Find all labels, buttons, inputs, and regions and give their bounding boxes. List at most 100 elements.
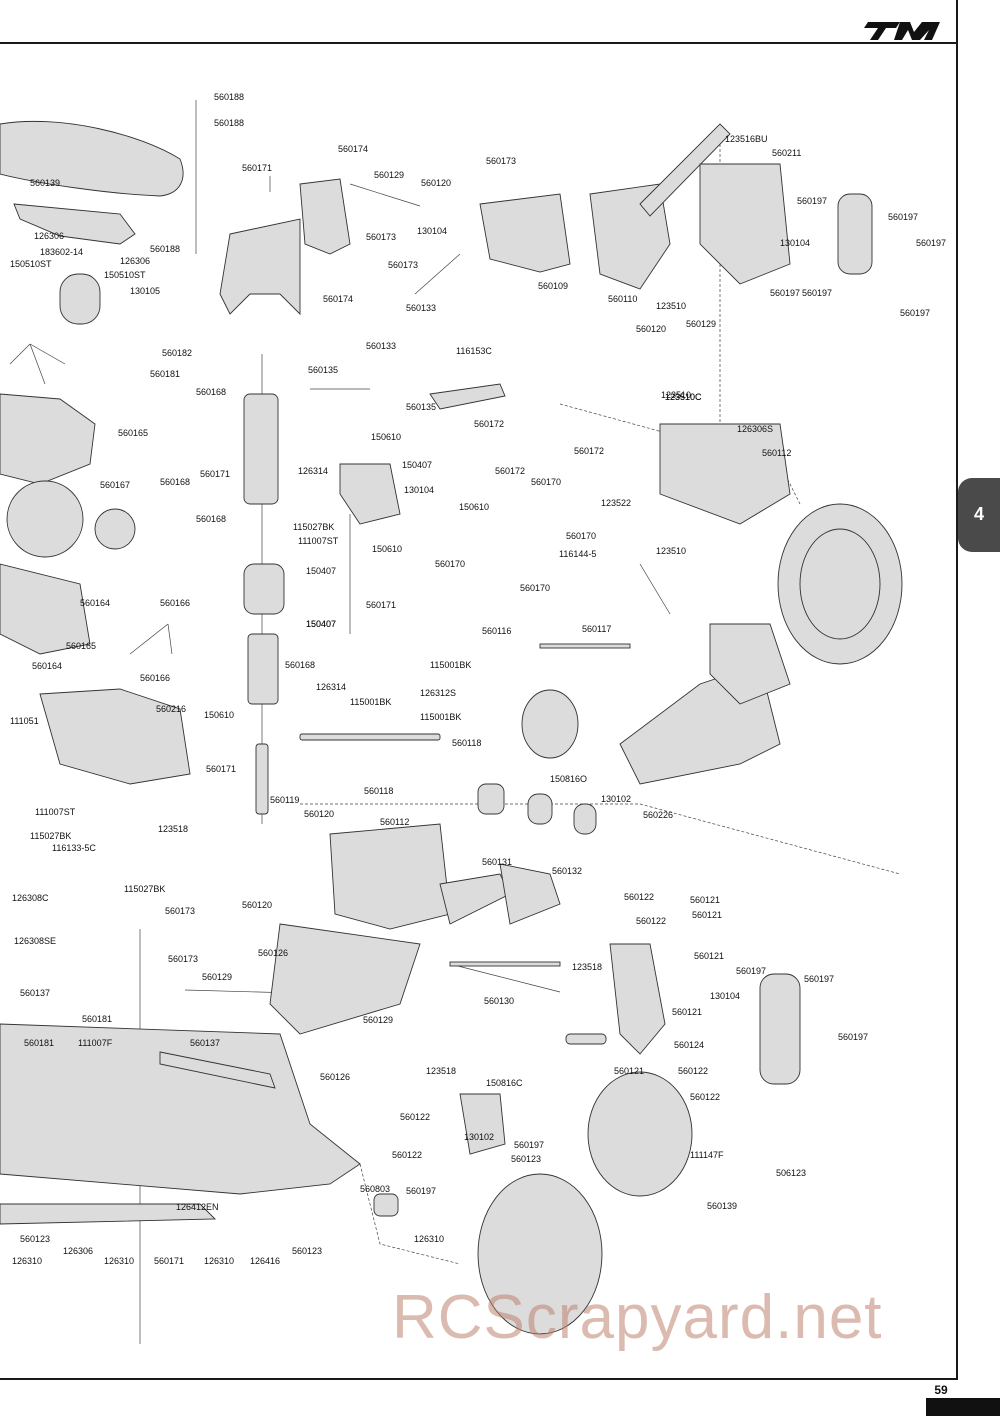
part-number-label: 560197	[804, 974, 834, 984]
part-number-label: 126306	[34, 231, 64, 241]
part-number-label: 123510C	[665, 392, 702, 402]
part-number-label: 150816O	[550, 774, 587, 784]
part-number-label: 560171	[366, 600, 396, 610]
part-number-label: 123518	[158, 824, 188, 834]
part-number-label: 123510	[661, 390, 691, 400]
part-number-label: 560164	[80, 598, 110, 608]
part-number-label: 560123	[292, 1246, 322, 1256]
part-number-label: 560165	[118, 428, 148, 438]
part-number-label: 560168	[285, 660, 315, 670]
part-number-label: 111147F	[690, 1150, 724, 1160]
tm-logo-icon	[864, 22, 940, 40]
part-number-label: 560182	[162, 348, 192, 358]
part-number-label: 130104	[404, 485, 434, 495]
clutch-bell-part	[59, 273, 101, 325]
part-number-label: 111007ST	[35, 807, 76, 817]
part-number-label: 560126	[320, 1072, 350, 1082]
watermark: RCScrapyard.net	[392, 1283, 883, 1352]
part-number-label: 123510	[656, 546, 686, 556]
part-number-label: 560197	[888, 212, 918, 222]
shock-body-part	[247, 633, 279, 705]
rear-antiroll-bar-part	[539, 643, 631, 649]
part-number-label: 560226	[643, 810, 673, 820]
part-number-label: 115001BK	[430, 660, 471, 670]
part-number-label: 126308C	[12, 893, 49, 903]
part-number-label: 150407	[306, 619, 336, 629]
part-number-label: 560216	[156, 704, 186, 714]
front-wheel-part	[587, 1071, 693, 1197]
part-number-label: 560129	[363, 1015, 393, 1025]
part-number-label: 560124	[674, 1040, 704, 1050]
part-number-label: 560172	[474, 419, 504, 429]
part-number-label: 560188	[214, 118, 244, 128]
part-number-label: 560135	[308, 365, 338, 375]
part-number-label: 150610	[204, 710, 234, 720]
part-number-label: 111007F	[78, 1038, 113, 1048]
part-number-label: 560165	[66, 641, 96, 651]
chapter-number: 4	[973, 504, 984, 524]
servo-saver-part	[219, 218, 301, 316]
part-number-label: 560120	[304, 809, 334, 819]
engine-part	[0, 121, 184, 197]
part-number-label: 560167	[100, 480, 130, 490]
rear-upright-part	[709, 623, 791, 705]
rear-bulkhead-part	[659, 423, 791, 525]
part-number-label: 560121	[672, 1007, 702, 1017]
part-number-label: 560112	[762, 448, 791, 458]
part-number-label: 115027BK	[30, 831, 71, 841]
part-number-label: 560197	[770, 288, 800, 298]
part-number-label: 560129	[202, 972, 232, 982]
part-number-label: 123510	[656, 301, 686, 311]
part-number-label: 560121	[614, 1066, 644, 1076]
part-number-label: 560181	[24, 1038, 54, 1048]
front-arm-part	[39, 688, 191, 785]
part-number-label: 560197	[900, 308, 930, 318]
front-bulkhead-part	[0, 563, 91, 655]
part-number-label: 126306	[120, 256, 150, 266]
part-number-label: 560118	[452, 738, 481, 748]
part-number-label: 560211	[772, 148, 801, 158]
part-number-label: 111051	[10, 716, 39, 726]
part-number-label: 560166	[160, 598, 190, 608]
page-bottom-bar	[958, 1398, 1000, 1416]
part-number-label: 560137	[190, 1038, 220, 1048]
part-number-label: 560171	[200, 469, 230, 479]
bearing-part-2	[573, 803, 597, 835]
part-number-label: 560197	[514, 1140, 544, 1150]
part-number-label: 126310	[12, 1256, 42, 1266]
part-number-label: 560173	[165, 906, 195, 916]
part-number-label: 560139	[30, 178, 60, 188]
part-number-label: 560120	[421, 178, 451, 188]
part-number-label: 560168	[196, 387, 226, 397]
part-number-label: 123518	[572, 962, 602, 972]
spring-part	[243, 393, 279, 505]
chapter-tab[interactable]: 4	[958, 478, 1000, 552]
gearbox-part	[0, 393, 96, 485]
part-number-label: 560109	[538, 281, 568, 291]
part-number-label: 126306S	[737, 424, 773, 434]
part-number-label: 560116	[482, 626, 511, 636]
part-number-label: 150610	[371, 432, 401, 442]
part-number-label: 560133	[366, 341, 396, 351]
part-number-label: 560188	[214, 92, 244, 102]
part-number-label: 560130	[484, 996, 514, 1006]
part-number-label: 560197	[916, 238, 946, 248]
shock-shaft-part	[255, 743, 269, 815]
wing-mount-part	[499, 863, 561, 925]
rear-brace-part	[439, 873, 511, 925]
axle-part	[565, 1033, 607, 1045]
part-number-label: 560110	[608, 294, 637, 304]
part-number-label: 150510ST	[10, 259, 52, 269]
part-number-label: 126308SE	[14, 936, 56, 946]
part-number-label: 560173	[366, 232, 396, 242]
part-number-label: 116153C	[456, 346, 492, 356]
part-number-label: 560197	[802, 288, 832, 298]
page-number: 59	[934, 1383, 948, 1397]
part-number-label: 560121	[694, 951, 724, 961]
part-number-label: 126306	[63, 1246, 93, 1256]
part-number-label: 116133-5C	[52, 843, 96, 853]
shock-tower-part	[699, 163, 791, 285]
front-tire-part	[477, 1173, 603, 1335]
steering-post-part	[299, 178, 351, 255]
